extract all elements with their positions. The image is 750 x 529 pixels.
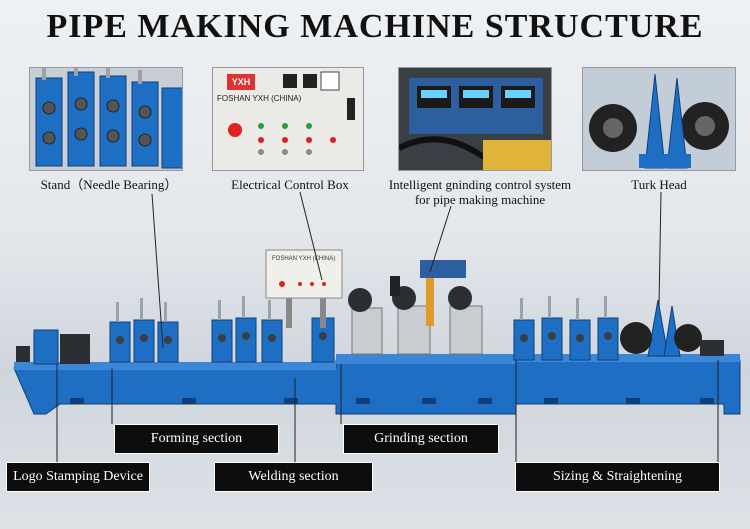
brand-text: FOSHAN YXH (CHINA) bbox=[217, 94, 302, 103]
grinding-caption: Intelligent gninding control system for … bbox=[355, 177, 605, 207]
grinding-caption-line2: for pipe making machine bbox=[414, 192, 546, 207]
grinding-section-label: Grinding section bbox=[343, 424, 499, 454]
logo-stamping-label: Logo Stamping Device bbox=[6, 462, 150, 492]
turk-head-caption: Turk Head bbox=[631, 177, 687, 192]
turk-head-photo bbox=[582, 67, 736, 171]
leader-lines bbox=[56, 191, 719, 462]
stand-illustration bbox=[30, 68, 182, 170]
grinding-caption-line1: Intelligent gninding control system bbox=[388, 177, 572, 192]
control-box-caption: Electrical Control Box bbox=[231, 177, 349, 192]
control-box-photo: YXH FOSHAN YXH (CHINA) bbox=[212, 67, 364, 171]
stand-photo bbox=[29, 67, 183, 171]
control-panel-illustration bbox=[228, 71, 355, 155]
grinding-control-photo bbox=[398, 67, 552, 171]
machine-panel-brand: FOSHAN YXH (CHINA) bbox=[272, 256, 336, 262]
brand-logo: YXH bbox=[227, 74, 255, 90]
page-title: PIPE MAKING MACHINE STRUCTURE bbox=[46, 8, 704, 45]
sizing-straightening-label: Sizing & Straightening bbox=[515, 462, 720, 492]
stand-caption: Stand（Needle Bearing） bbox=[40, 177, 178, 192]
forming-section-label: Forming section bbox=[114, 424, 279, 454]
turk-head-illustration bbox=[583, 68, 735, 170]
grinding-control-illustration bbox=[399, 68, 551, 170]
welding-section-label: Welding section bbox=[214, 462, 373, 492]
